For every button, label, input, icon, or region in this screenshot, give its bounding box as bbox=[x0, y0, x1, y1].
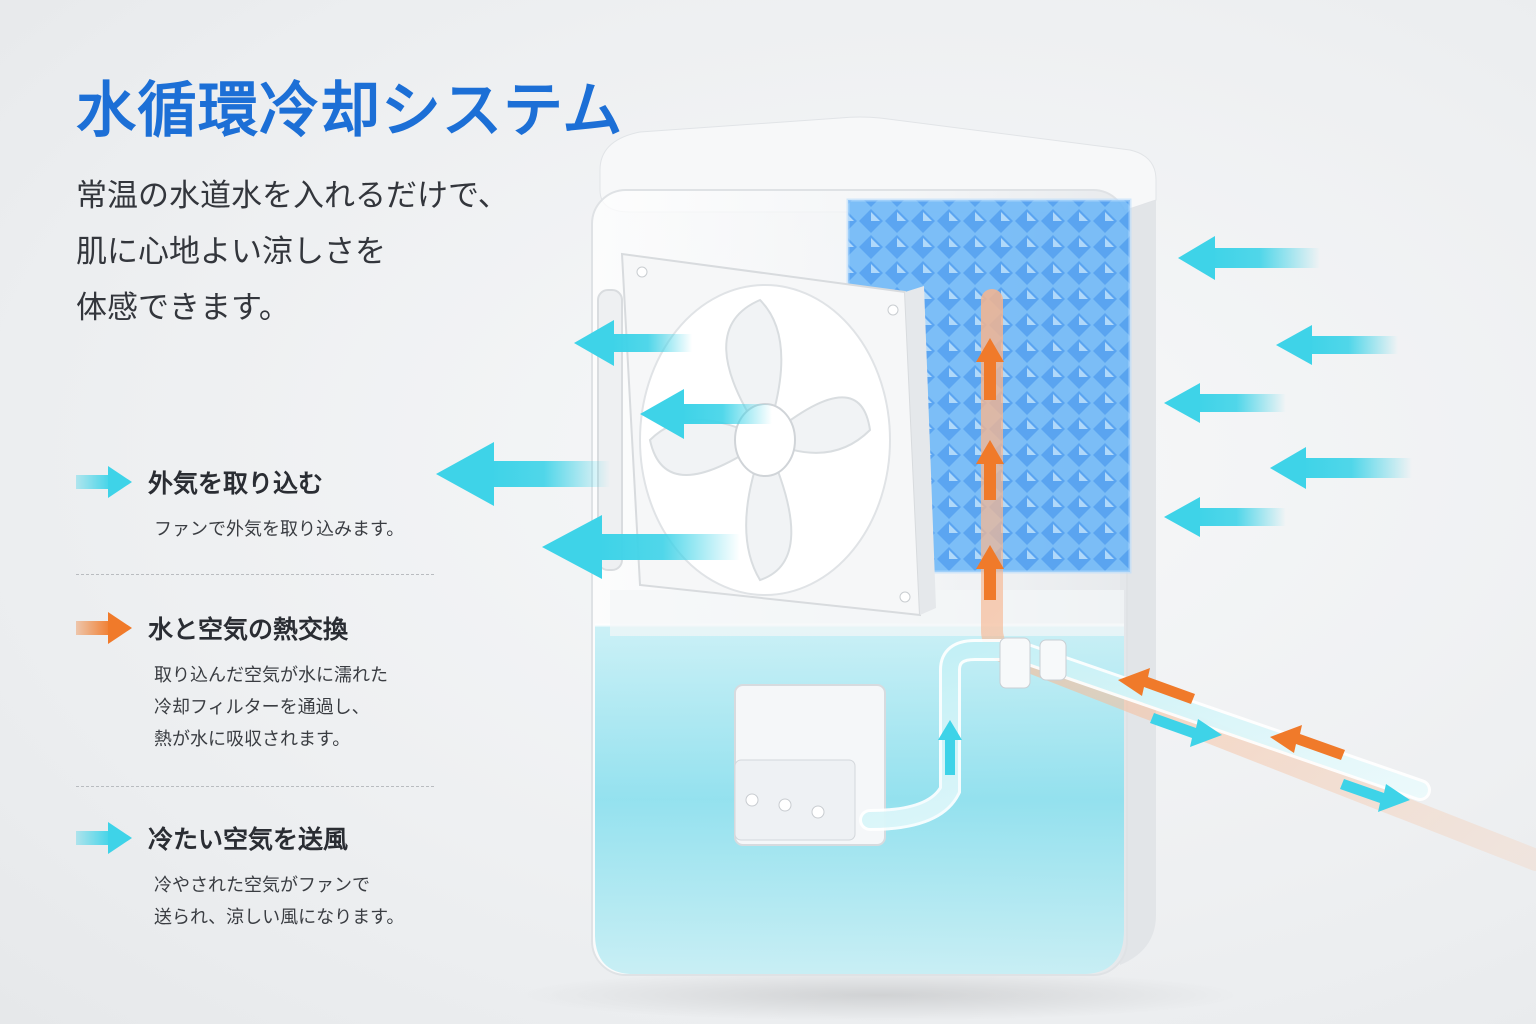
right-arrow-icon bbox=[76, 466, 132, 498]
lead-line: 肌に心地よい涼しさを bbox=[76, 234, 386, 270]
feature-heading: 水と空気の熱交換 bbox=[148, 615, 349, 644]
right-arrow-icon bbox=[76, 612, 132, 644]
feature-heading: 冷たい空気を送風 bbox=[148, 825, 349, 854]
feature-description: 冷やされた空気がファンで 送られ、涼しい風になります。 bbox=[154, 870, 476, 934]
feature-description: 取り込んだ空気が水に濡れた 冷却フィルターを通過し、 熱が水に吸収されます。 bbox=[154, 660, 476, 756]
right-arrow-icon bbox=[76, 822, 132, 854]
feature-description: ファンで外気を取り込みます。 bbox=[154, 514, 476, 546]
feature-heat-exchange: 水と空気の熱交換 取り込んだ空気が水に濡れた 冷却フィルターを通過し、 熱が水に… bbox=[76, 608, 476, 756]
lead-line: 常温の水道水を入れるだけで、 bbox=[76, 178, 509, 214]
feature-line: ファンで外気を取り込みます。 bbox=[154, 519, 405, 540]
feature-cool-air: 冷たい空気を送風 冷やされた空気がファンで 送られ、涼しい風になります。 bbox=[76, 818, 476, 934]
feature-line: 取り込んだ空気が水に濡れた bbox=[154, 665, 388, 686]
divider bbox=[76, 574, 434, 575]
feature-line: 冷却フィルターを通過し、 bbox=[154, 697, 370, 718]
feature-line: 送られ、涼しい風になります。 bbox=[154, 907, 405, 928]
feature-line: 冷やされた空気がファンで bbox=[154, 875, 370, 896]
lead-text: 常温の水道水を入れるだけで、 肌に心地よい涼しさを 体感できます。 bbox=[76, 168, 596, 336]
page-title: 水循環冷却システム bbox=[76, 76, 624, 146]
lead-line: 体感できます。 bbox=[76, 290, 290, 326]
feature-intake: 外気を取り込む ファンで外気を取り込みます。 bbox=[76, 462, 476, 546]
divider bbox=[76, 786, 434, 787]
fan-icon bbox=[620, 252, 936, 617]
feature-line: 熱が水に吸収されます。 bbox=[154, 729, 351, 750]
feature-heading: 外気を取り込む bbox=[148, 469, 324, 498]
